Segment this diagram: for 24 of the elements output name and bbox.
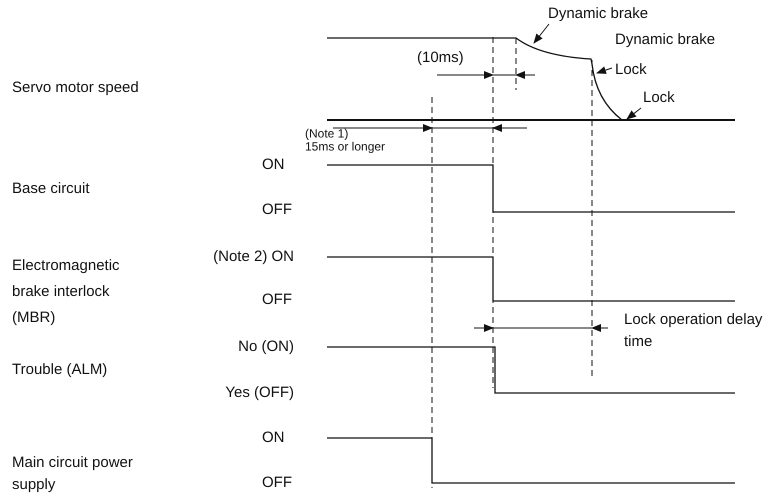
signal-label: Servo motor speed bbox=[12, 79, 139, 97]
annotation-text: Lock bbox=[615, 61, 647, 79]
signal-label: OFF bbox=[262, 474, 292, 492]
signal-label: ON bbox=[262, 156, 284, 174]
signal-label: (Note 2) ON bbox=[213, 248, 294, 266]
signal-label: Yes (OFF) bbox=[225, 384, 294, 402]
signal-label: (Note 1) bbox=[305, 128, 348, 140]
signal-label: Main circuit power supply bbox=[12, 453, 134, 495]
signal-label: 15ms or longer bbox=[305, 140, 386, 154]
leader-line bbox=[596, 66, 612, 74]
signal-label: Dynamic brake bbox=[615, 31, 716, 49]
annotation-text: Lock bbox=[643, 89, 675, 107]
signal-label: Trouble (ALM) bbox=[12, 361, 108, 379]
signal-label: OFF bbox=[262, 291, 292, 309]
signal-label: (10ms) bbox=[417, 49, 464, 67]
signal-label: Lock operation delay time bbox=[624, 310, 764, 352]
signal-label: ON bbox=[262, 429, 284, 447]
signal-label: No (ON) bbox=[238, 338, 294, 356]
annotation-text: Dynamic brake bbox=[548, 5, 648, 23]
leader-line bbox=[626, 108, 642, 120]
signal-label: Electromagnetic brake interlock (MBR) bbox=[12, 256, 121, 328]
leader-line bbox=[533, 24, 550, 44]
signal-label: OFF bbox=[262, 201, 292, 219]
signal-label: Base circuit bbox=[12, 180, 90, 198]
